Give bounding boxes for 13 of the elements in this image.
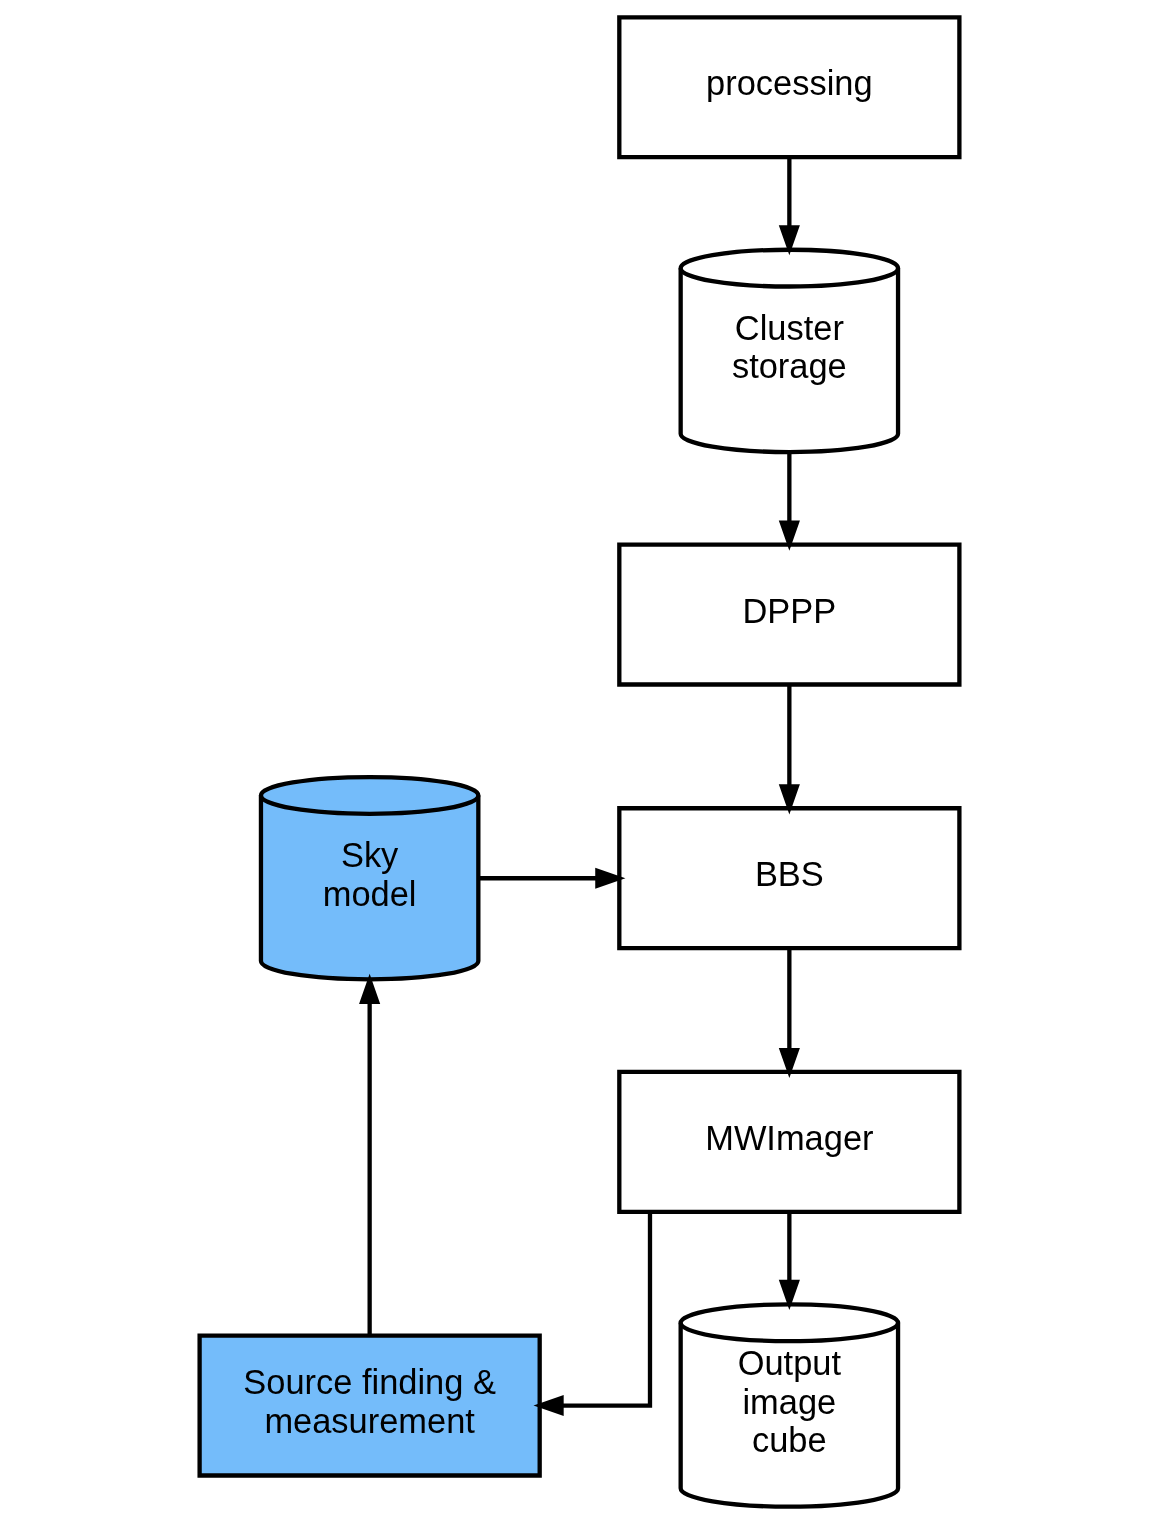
- arrow: [778, 1211, 800, 1310]
- arrow: [478, 867, 625, 889]
- node-box: BBS: [616, 806, 962, 951]
- node-box: processing: [616, 15, 962, 160]
- arrow: [778, 948, 800, 1079]
- arrow: [533, 1211, 652, 1417]
- node-box: MWImager: [616, 1069, 962, 1214]
- arrow: [778, 452, 800, 551]
- arrow: [358, 973, 380, 1336]
- arrow: [778, 157, 800, 256]
- arrow: [778, 684, 800, 815]
- node-box: Source finding & measurement: [196, 1333, 542, 1478]
- node-box: DPPP: [616, 542, 962, 687]
